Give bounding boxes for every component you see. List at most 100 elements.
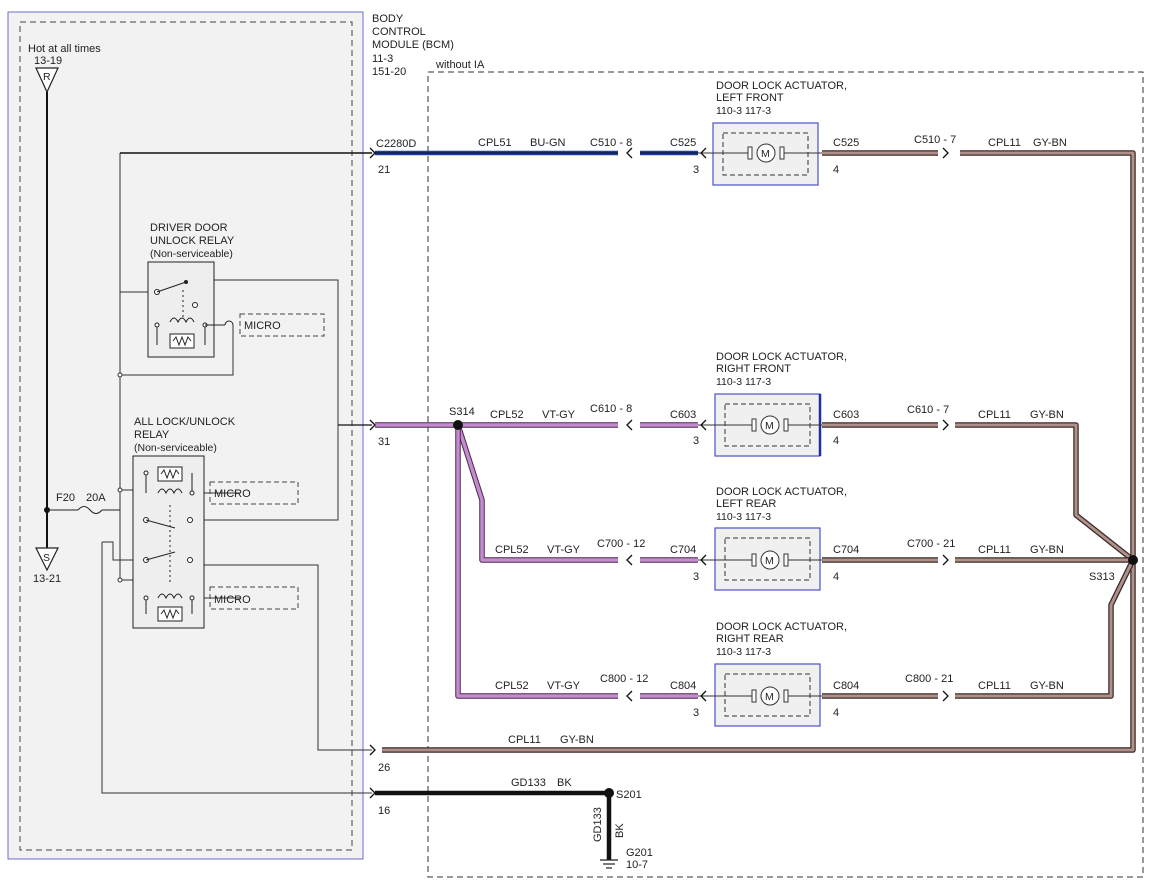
svg-text:C525: C525 xyxy=(670,137,696,149)
svg-text:CPL11: CPL11 xyxy=(978,680,1011,692)
svg-text:3: 3 xyxy=(693,164,699,176)
svg-text:26: 26 xyxy=(378,762,390,774)
svg-text:3: 3 xyxy=(693,707,699,719)
svg-text:DOOR LOCK ACTUATOR,: DOOR LOCK ACTUATOR, xyxy=(716,351,847,363)
fuse-f20: F20 20A xyxy=(47,492,120,514)
svg-text:4: 4 xyxy=(833,435,839,447)
svg-text:CPL11: CPL11 xyxy=(988,137,1021,149)
svg-text:M: M xyxy=(761,148,770,160)
svg-text:CPL11: CPL11 xyxy=(978,409,1011,421)
svg-text:VT-GY: VT-GY xyxy=(542,409,576,421)
ground-wire-color: BK xyxy=(557,777,572,789)
splice-s201 xyxy=(604,788,614,798)
svg-text:RIGHT FRONT: RIGHT FRONT xyxy=(716,363,791,375)
svg-text:CPL52: CPL52 xyxy=(495,544,529,556)
actuator-left-rear: DOOR LOCK ACTUATOR, LEFT REAR 110-3 117-… xyxy=(495,486,1064,591)
svg-text:GY-BN: GY-BN xyxy=(1030,409,1064,421)
svg-text:CPL52: CPL52 xyxy=(490,409,524,421)
svg-text:MICRO: MICRO xyxy=(214,488,251,500)
svg-text:MICRO: MICRO xyxy=(214,594,251,606)
svg-text:4: 4 xyxy=(833,707,839,719)
ground-g201: G201 xyxy=(626,847,653,859)
svg-text:DRIVER DOOR: DRIVER DOOR xyxy=(150,222,228,234)
svg-text:LEFT FRONT: LEFT FRONT xyxy=(716,92,784,104)
ground-wire-id: GD133 xyxy=(511,777,546,789)
svg-text:31: 31 xyxy=(378,436,390,448)
svg-text:M: M xyxy=(765,555,774,567)
svg-text:VT-GY: VT-GY xyxy=(547,544,581,556)
splice-s201-label: S201 xyxy=(616,789,642,801)
svg-text:CPL52: CPL52 xyxy=(495,680,529,692)
actuator-right-rear: DOOR LOCK ACTUATOR, RIGHT REAR 110-3 117… xyxy=(495,621,1064,727)
svg-text:110-3 117-3: 110-3 117-3 xyxy=(716,105,771,117)
svg-text:DOOR LOCK ACTUATOR,: DOOR LOCK ACTUATOR, xyxy=(716,486,847,498)
svg-text:11-3: 11-3 xyxy=(372,53,393,65)
svg-text:GY-BN: GY-BN xyxy=(1033,137,1067,149)
svg-text:S: S xyxy=(43,552,50,564)
svg-text:3: 3 xyxy=(693,571,699,583)
driver-door-unlock-relay: DRIVER DOOR UNLOCK RELAY (Non-serviceabl… xyxy=(147,222,235,358)
svg-text:C603: C603 xyxy=(670,409,696,421)
svg-text:110-3 117-3: 110-3 117-3 xyxy=(716,376,771,388)
bcm-title: BODY CONTROL MODULE (BCM) 11-3 151-20 xyxy=(372,13,454,78)
svg-text:MICRO: MICRO xyxy=(244,320,281,332)
svg-text:BODY: BODY xyxy=(372,13,404,25)
svg-text:GY-BN: GY-BN xyxy=(1030,680,1064,692)
svg-text:C800 - 12: C800 - 12 xyxy=(600,673,648,685)
without-ia-label: without IA xyxy=(435,59,485,71)
svg-text:F20: F20 xyxy=(56,492,75,504)
svg-text:RIGHT REAR: RIGHT REAR xyxy=(716,633,784,645)
svg-text:R: R xyxy=(43,71,51,83)
svg-text:DOOR LOCK ACTUATOR,: DOOR LOCK ACTUATOR, xyxy=(716,621,847,633)
svg-text:BU-GN: BU-GN xyxy=(530,137,566,149)
svg-text:CPL11: CPL11 xyxy=(978,544,1011,556)
splice-s314-label: S314 xyxy=(449,406,475,418)
svg-text:C510 - 7: C510 - 7 xyxy=(914,134,956,146)
without-ia-region xyxy=(427,71,1144,878)
svg-text:(Non-serviceable): (Non-serviceable) xyxy=(150,248,233,260)
return-wire-color: GY-BN xyxy=(560,734,594,746)
svg-text:C603: C603 xyxy=(833,409,859,421)
micro-driver-relay: MICRO xyxy=(239,313,325,337)
ground-g201-ref: 10-7 xyxy=(626,859,648,871)
splice-s313 xyxy=(1128,555,1138,565)
svg-text:C704: C704 xyxy=(670,544,696,556)
svg-text:C510 - 8: C510 - 8 xyxy=(590,137,632,149)
bcm-pins: C2280D 21 31 26 16 xyxy=(376,138,416,817)
svg-text:M: M xyxy=(765,691,774,703)
svg-text:C704: C704 xyxy=(833,544,859,556)
actuator-right-front: DOOR LOCK ACTUATOR, RIGHT FRONT 110-3 11… xyxy=(490,351,1064,457)
svg-text:4: 4 xyxy=(833,164,839,176)
svg-text:(Non-serviceable): (Non-serviceable) xyxy=(134,442,217,454)
ground-reference: S 13-21 xyxy=(33,547,61,585)
svg-text:3: 3 xyxy=(693,435,699,447)
ground-vert-wire-color: BK xyxy=(614,823,626,838)
svg-text:MODULE (BCM): MODULE (BCM) xyxy=(372,39,454,51)
svg-text:16: 16 xyxy=(378,805,390,817)
svg-text:110-3 117-3: 110-3 117-3 xyxy=(716,511,771,523)
return-wire-id: CPL11 xyxy=(508,734,541,746)
svg-text:C700 - 12: C700 - 12 xyxy=(597,538,645,550)
svg-text:C610 - 8: C610 - 8 xyxy=(590,403,632,415)
svg-text:CPL51: CPL51 xyxy=(478,137,512,149)
svg-text:C804: C804 xyxy=(833,680,859,692)
svg-text:Hot at all times: Hot at all times xyxy=(28,43,101,55)
bcm-pin-arrows xyxy=(369,147,376,799)
svg-text:C2280D: C2280D xyxy=(376,138,416,150)
svg-text:C800 - 21: C800 - 21 xyxy=(905,673,953,685)
micro-all-relay-bottom: MICRO xyxy=(209,586,299,610)
wire-gd133 xyxy=(375,790,618,869)
svg-text:110-3 117-3: 110-3 117-3 xyxy=(716,646,771,658)
svg-text:UNLOCK RELAY: UNLOCK RELAY xyxy=(150,235,235,247)
wire-cpl11 xyxy=(382,150,1136,753)
svg-text:M: M xyxy=(765,420,774,432)
svg-text:C525: C525 xyxy=(833,137,859,149)
power-source: Hot at all times 13-19 R xyxy=(28,43,101,548)
svg-text:RELAY: RELAY xyxy=(134,429,170,441)
svg-text:CONTROL: CONTROL xyxy=(372,26,426,38)
svg-text:C804: C804 xyxy=(670,680,696,692)
svg-text:LEFT REAR: LEFT REAR xyxy=(716,498,776,510)
wire-cpl52 xyxy=(375,422,698,699)
svg-text:VT-GY: VT-GY xyxy=(547,680,581,692)
